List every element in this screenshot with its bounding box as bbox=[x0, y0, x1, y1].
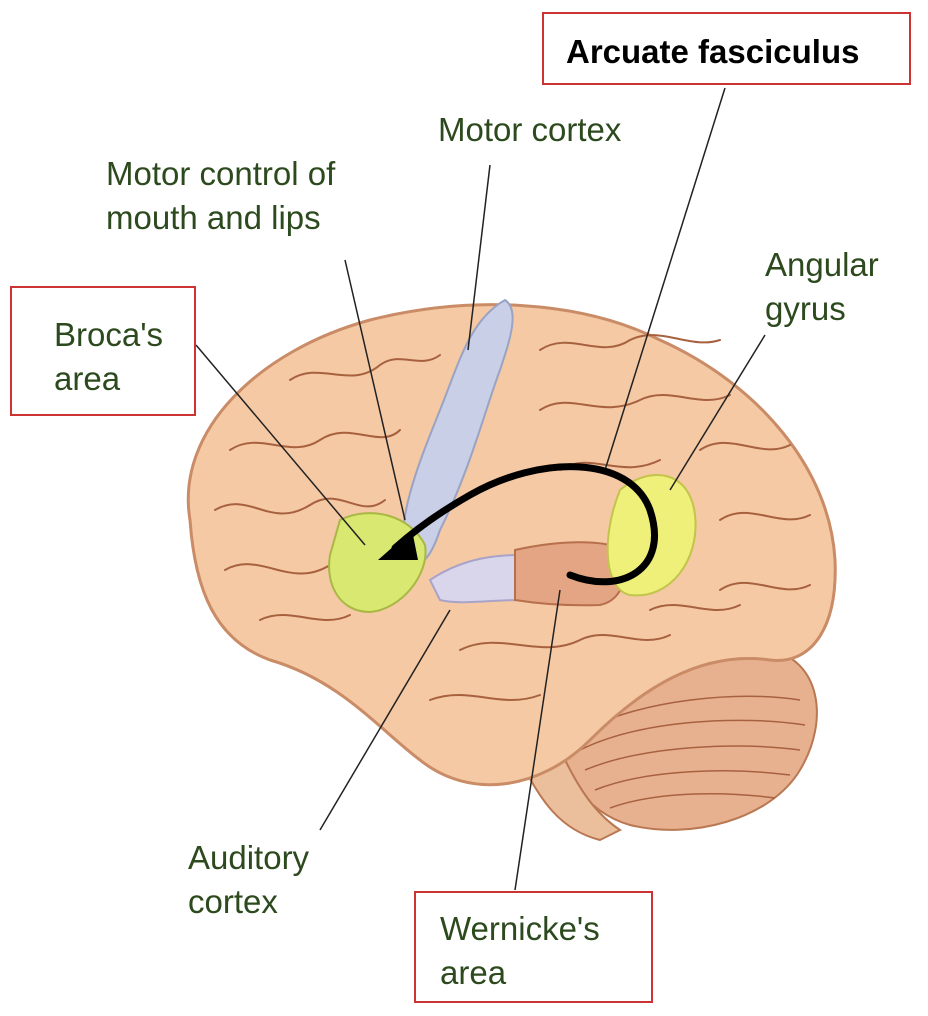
wernicke-line1: Wernicke's bbox=[440, 907, 651, 951]
broca-line1: Broca's bbox=[54, 313, 194, 357]
angular-gyrus-label: Angular gyrus bbox=[765, 243, 879, 331]
motor-cortex-text: Motor cortex bbox=[438, 111, 621, 148]
wernicke-line2: area bbox=[440, 951, 651, 995]
angular-line1: Angular bbox=[765, 243, 879, 287]
broca-line2: area bbox=[54, 357, 194, 401]
arcuate-fasciculus-label: Arcuate fasciculus bbox=[542, 12, 911, 85]
motor-control-line1: Motor control of bbox=[106, 152, 335, 196]
motor-control-line2: mouth and lips bbox=[106, 196, 335, 240]
auditory-line1: Auditory bbox=[188, 836, 309, 880]
broca-area-label: Broca's area bbox=[10, 286, 196, 416]
motor-cortex-label: Motor cortex bbox=[438, 108, 621, 152]
angular-line2: gyrus bbox=[765, 287, 879, 331]
wernicke-area-label: Wernicke's area bbox=[414, 891, 653, 1003]
arcuate-fasciculus-text: Arcuate fasciculus bbox=[566, 33, 859, 70]
auditory-line2: cortex bbox=[188, 880, 309, 924]
motor-control-label: Motor control of mouth and lips bbox=[106, 152, 335, 240]
auditory-cortex-label: Auditory cortex bbox=[188, 836, 309, 924]
